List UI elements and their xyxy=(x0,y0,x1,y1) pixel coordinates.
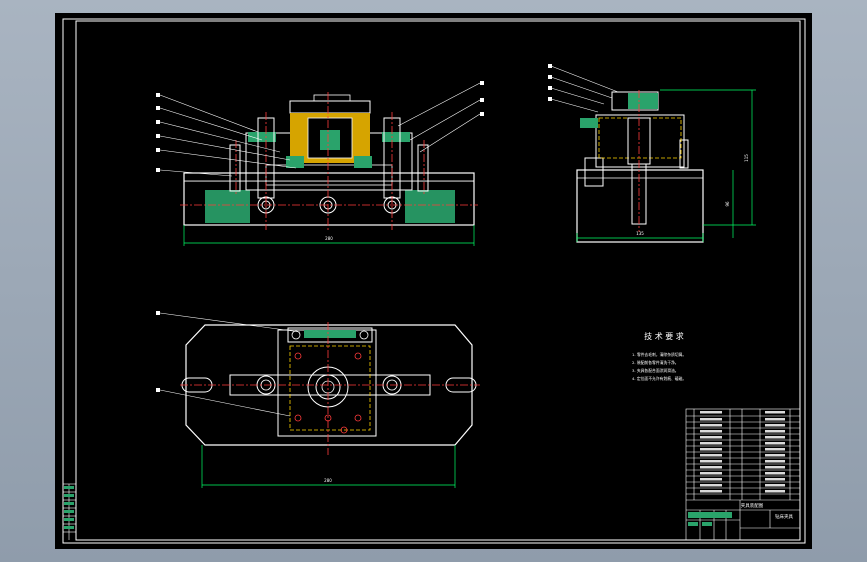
margin-labels xyxy=(64,486,74,529)
front-base-hatch xyxy=(205,190,455,223)
drawing-label: 钻床夹具 xyxy=(775,513,793,520)
front-leader-tags xyxy=(156,81,484,172)
front-width-label: 280 xyxy=(325,236,333,241)
front-centerlines xyxy=(180,92,478,230)
outer-frame xyxy=(62,18,806,544)
title-block-fills xyxy=(688,512,732,526)
side-base-label: 96 xyxy=(725,201,730,207)
tech-req-item: 3. 夹具各配合面涂润滑油。 xyxy=(632,368,679,373)
inner-frame xyxy=(75,20,801,541)
parts-list-entries xyxy=(700,411,785,493)
plan-width-label: 280 xyxy=(324,478,332,483)
tech-req-item: 2. 装配前各零件清洗干净。 xyxy=(632,360,679,365)
front-view: 280 xyxy=(156,81,484,246)
front-clamp-hatch xyxy=(248,132,410,168)
tech-req-item: 1. 零件去毛刺，清除杂质切屑。 xyxy=(632,352,686,357)
side-view: 135 115 96 xyxy=(548,64,756,243)
technical-requirements: 技 术 要 求 1. 零件去毛刺，清除杂质切屑。 2. 装配前各零件清洗干净。 … xyxy=(632,331,686,381)
plan-view: 280 xyxy=(156,311,480,488)
parts-list xyxy=(685,408,801,541)
front-dimension xyxy=(183,225,475,246)
front-leaders xyxy=(159,82,481,177)
side-width-label: 135 xyxy=(636,231,644,236)
drawing-name: 夹具装配图 xyxy=(741,502,764,509)
tech-req-item: 4. 定位面不允许有划痕、磕碰。 xyxy=(632,376,686,381)
tech-req-title: 技 术 要 求 xyxy=(644,331,684,341)
side-height-label: 115 xyxy=(744,154,749,162)
